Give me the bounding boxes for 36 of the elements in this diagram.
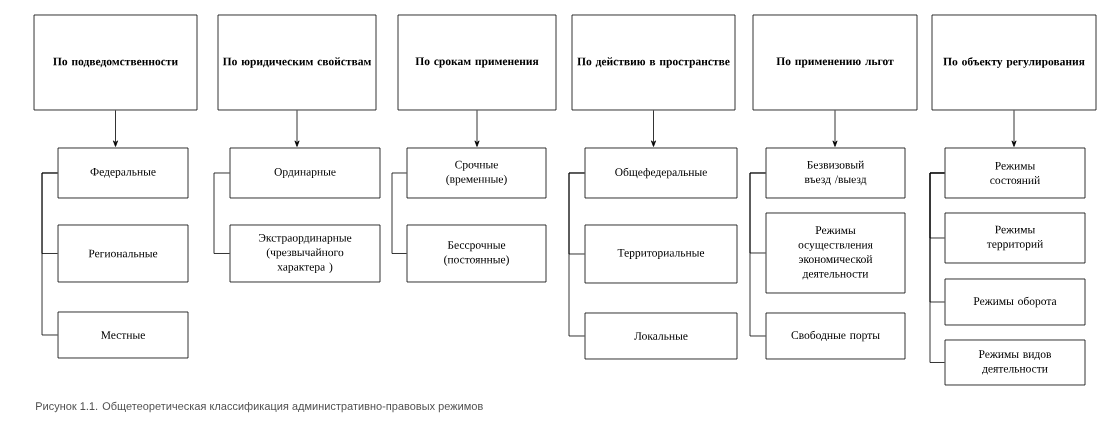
arrow bbox=[294, 110, 300, 147]
bracket-line bbox=[41, 172, 58, 336]
bracket-line bbox=[568, 172, 585, 337]
category-box: По юридическим свойствам bbox=[217, 14, 377, 111]
category-box: По подведомственности bbox=[33, 14, 198, 111]
arrow bbox=[474, 110, 480, 147]
category-box: По объекту регулирования bbox=[931, 14, 1097, 111]
type-box: Режимы видов деятельности bbox=[944, 339, 1086, 386]
bracket-line bbox=[391, 172, 407, 254]
type-box: Территориальные bbox=[584, 224, 738, 284]
arrow bbox=[113, 110, 119, 147]
type-box: Ординарные bbox=[229, 147, 381, 199]
type-box: Режимы оборота bbox=[944, 278, 1086, 326]
type-box: Общефедеральные bbox=[584, 147, 738, 199]
type-box: Срочные (временные) bbox=[406, 147, 547, 199]
bracket-line bbox=[749, 172, 766, 337]
category-box: По применению льгот bbox=[752, 14, 918, 111]
category-box: По действию в пространстве bbox=[571, 14, 736, 111]
bracket-line bbox=[929, 172, 945, 363]
type-box: Экстраординарные (чрезвычайного характера ) bbox=[229, 224, 381, 283]
type-box: Федеральные bbox=[57, 147, 189, 199]
arrow bbox=[832, 110, 838, 147]
caption: Рисунок 1.1. Общетеоретическая классификация административно-правовых режимов bbox=[36, 401, 483, 413]
arrow bbox=[1011, 110, 1017, 147]
type-box: Режимы территорий bbox=[944, 212, 1086, 264]
type-box: Локальные bbox=[584, 312, 738, 360]
type-box: Режимы состояний bbox=[944, 147, 1086, 199]
type-box: Безвизовый въезд /выезд bbox=[765, 147, 906, 199]
type-box: Режимы осуществления экономической деятельности bbox=[765, 212, 906, 294]
bracket-line bbox=[213, 172, 230, 254]
type-box: Свободные порты bbox=[765, 312, 906, 360]
type-box: Региональные bbox=[57, 224, 189, 283]
arrow bbox=[651, 110, 656, 147]
type-box: Местные bbox=[57, 311, 189, 359]
category-box: По срокам применения bbox=[397, 14, 557, 111]
type-box: Бессрочные (постоянные) bbox=[406, 224, 547, 283]
